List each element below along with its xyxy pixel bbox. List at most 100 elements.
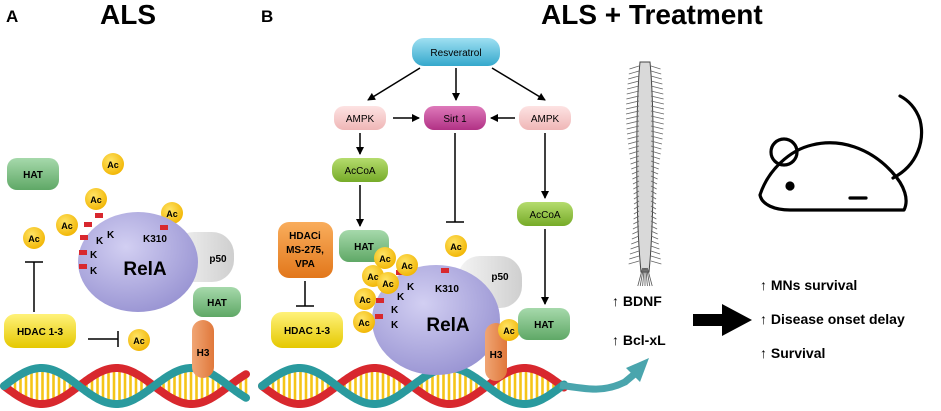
svg-text:HDAC 1-3: HDAC 1-3 — [284, 326, 331, 337]
hat-pill-a1: HAT — [7, 158, 59, 190]
svg-text:Ac: Ac — [133, 336, 145, 346]
spinal-nerve-root — [631, 235, 640, 240]
spinal-nerve-root — [633, 195, 640, 200]
spinal-nerve-root — [631, 165, 640, 170]
spinal-nerve-root — [650, 215, 657, 220]
hdac-pill-b: HDAC 1-3 — [271, 312, 343, 348]
spinal-cord-illustration — [625, 61, 665, 287]
spinal-nerve-root — [628, 75, 640, 80]
svg-text:K: K — [397, 292, 405, 303]
svg-text:K: K — [96, 236, 104, 247]
spinal-nerve-root — [625, 110, 640, 115]
spinal-nerve-root — [650, 115, 664, 120]
spinal-nerve-root — [650, 110, 665, 115]
spinal-nerve-root — [632, 225, 640, 230]
spinal-nerve-root — [650, 80, 663, 85]
svg-text:K: K — [90, 266, 98, 277]
svg-text:K: K — [407, 282, 415, 293]
svg-text:HAT: HAT — [534, 320, 554, 331]
spinal-nerve-root — [650, 230, 658, 235]
ac-ball: Ac — [128, 329, 150, 351]
svg-text:K310: K310 — [143, 234, 167, 245]
svg-text:HAT: HAT — [207, 298, 227, 309]
cauda-equina-fiber — [647, 267, 653, 287]
spinal-nerve-root — [650, 240, 659, 245]
svg-text:HDAC 1-3: HDAC 1-3 — [17, 327, 64, 338]
hat-pill-a2: HAT — [193, 287, 241, 317]
spinal-nerve-root — [650, 100, 664, 105]
spinal-nerve-root — [633, 210, 640, 215]
spinal-nerve-root — [633, 190, 640, 195]
svg-text:K: K — [107, 230, 115, 241]
ac-ball: Ac — [445, 235, 467, 257]
panel-a: HAT Ac HDAC 1-3 Ac Ac Ac — [4, 153, 241, 378]
hat-pill-b2: HAT — [518, 308, 570, 340]
spinal-nerve-root — [650, 205, 657, 210]
svg-text:K: K — [391, 320, 399, 331]
spinal-nerve-root — [650, 260, 662, 265]
h3-histone-a: H3 — [192, 320, 214, 378]
spinal-nerve-root — [632, 230, 640, 235]
spinal-nerve-root — [650, 165, 659, 170]
spinal-nerve-root — [629, 150, 640, 155]
svg-text:H3: H3 — [490, 350, 503, 361]
svg-text:MS-275,: MS-275, — [286, 245, 324, 256]
spinal-nerve-root — [650, 155, 661, 160]
dna-strand-teal — [258, 364, 568, 408]
bclxl-label: ↑ Bcl-xL — [612, 332, 666, 348]
spinal-cord-body — [636, 61, 654, 273]
svg-text:Ac: Ac — [359, 295, 371, 305]
ampk-pill-right: AMPK — [519, 106, 571, 130]
spinal-nerve-root — [650, 95, 664, 100]
svg-text:Ac: Ac — [90, 195, 102, 205]
expression-arrow — [559, 369, 640, 393]
ac-ball: Ac — [23, 227, 45, 249]
svg-text:AMPK: AMPK — [346, 114, 375, 125]
spinal-nerve-root — [650, 235, 659, 240]
spinal-nerve-root — [650, 70, 662, 75]
svg-text:Ac: Ac — [367, 272, 379, 282]
svg-text:Ac: Ac — [379, 254, 391, 264]
spinal-nerve-root — [633, 185, 640, 190]
spinal-nerve-root — [629, 255, 640, 260]
spinal-nerve-root — [628, 70, 640, 75]
spinal-nerve-root — [628, 145, 640, 150]
spinal-nerve-root — [650, 85, 663, 90]
spinal-nerve-root — [650, 250, 661, 255]
spinal-nerve-root — [633, 215, 640, 220]
svg-text:Ac: Ac — [61, 221, 73, 231]
svg-text:HDACi: HDACi — [289, 231, 321, 242]
spinal-nerve-root — [631, 240, 640, 245]
ac-ball: Ac — [396, 254, 418, 276]
spinal-nerve-root — [650, 90, 664, 95]
ac-ball: Ac — [354, 288, 376, 310]
svg-text:Ac: Ac — [28, 234, 40, 244]
svg-text:AMPK: AMPK — [531, 114, 560, 125]
cauda-equina-fiber — [645, 267, 648, 287]
outcome-arrow — [693, 304, 752, 336]
resveratrol-pill: Resveratrol — [412, 38, 500, 66]
svg-text:AcCoA: AcCoA — [529, 210, 560, 221]
ac-ball: Ac — [85, 188, 107, 210]
spinal-nerve-root — [633, 200, 640, 205]
svg-text:HAT: HAT — [354, 242, 374, 253]
spinal-nerve-root — [626, 95, 640, 100]
svg-text:H3: H3 — [197, 348, 210, 359]
ac-ball: Ac — [102, 153, 124, 175]
spinal-nerve-root — [650, 180, 658, 185]
spinal-nerve-root — [628, 260, 640, 265]
spinal-nerve-root — [650, 245, 660, 250]
spinal-nerve-root — [626, 120, 640, 125]
accoa-pill-left: AcCoA — [332, 158, 388, 182]
panel-b-title: ALS + Treatment — [541, 0, 763, 30]
svg-text:K: K — [90, 250, 98, 261]
spinal-nerve-root — [625, 105, 640, 110]
hdaci-box: HDACi MS-275, VPA — [278, 222, 333, 278]
svg-text:RelA: RelA — [426, 315, 470, 336]
sirt1-pill: Sirt 1 — [424, 106, 486, 130]
ac-ball: Ac — [498, 319, 520, 341]
spinal-nerve-root — [650, 185, 657, 190]
svg-text:Ac: Ac — [503, 326, 515, 336]
spinal-nerve-root — [632, 180, 640, 185]
svg-text:AcCoA: AcCoA — [344, 166, 375, 177]
